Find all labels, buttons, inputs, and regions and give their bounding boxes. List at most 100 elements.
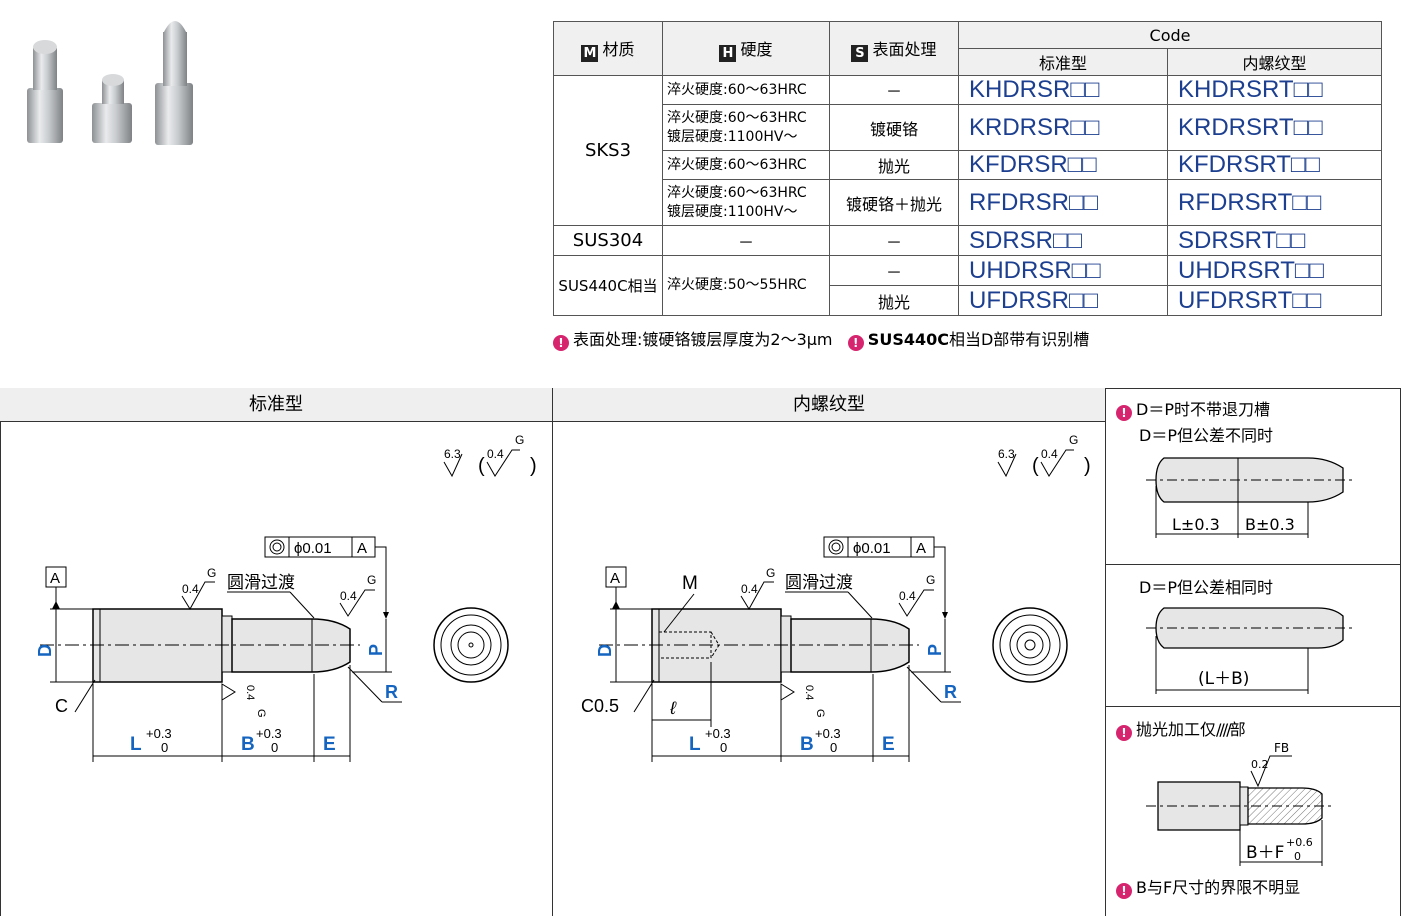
- surface-cell: －: [829, 225, 959, 256]
- svg-text:): ): [1084, 455, 1091, 477]
- hardness-cell: 淬火硬度:50～55HRC: [662, 255, 830, 316]
- header-code-thread: 内螺纹型: [1167, 48, 1382, 76]
- pin-diagram-3: 0.2 FB B＋F +0.6 0: [1146, 741, 1334, 866]
- surface-cell: －: [829, 255, 959, 286]
- svg-text:G: G: [1069, 433, 1078, 447]
- code-thread-cell: KFDRSRT□□: [1167, 150, 1382, 180]
- panel-standard: 标准型: [0, 388, 553, 916]
- thread-drawing: 6.3 ( 0.4 G ) ϕ0.01 A A D P M 0.4: [581, 433, 1091, 762]
- svg-text:L: L: [689, 734, 701, 755]
- warning-icon: !: [847, 335, 864, 351]
- hardness-cell: 淬火硬度:60～63HRC: [662, 75, 830, 105]
- code-thread-cell: UFDRSRT□□: [1167, 285, 1382, 316]
- side-notes-panel: !D＝P时不带退刀槽 D＝P但公差不同时 L±0.3 B±0.3 D＝P但公差相…: [1106, 388, 1401, 916]
- code-thread-cell: RFDRSRT□□: [1167, 179, 1382, 226]
- svg-text:B±0.3: B±0.3: [1245, 515, 1295, 534]
- svg-text:M: M: [682, 573, 698, 594]
- roughness-symbol: 6.3 ( 0.4 G ): [997, 433, 1091, 478]
- svg-text:P: P: [366, 644, 386, 656]
- pin-body: [40, 608, 360, 683]
- svg-text:G: G: [367, 573, 376, 587]
- svg-text:B: B: [241, 734, 255, 755]
- svg-text:R: R: [385, 682, 398, 702]
- svg-text:+0.3: +0.3: [256, 726, 282, 741]
- svg-text:圆滑过渡: 圆滑过渡: [785, 573, 853, 592]
- svg-text:0.2: 0.2: [1251, 758, 1269, 771]
- svg-text:(: (: [1032, 455, 1039, 477]
- divider: [1106, 706, 1401, 707]
- svg-text:A: A: [610, 570, 620, 587]
- code-standard-cell: UHDRSR□□: [958, 255, 1168, 286]
- end-view: [992, 607, 1068, 683]
- svg-text:0: 0: [161, 740, 168, 755]
- svg-text:0.4: 0.4: [244, 685, 256, 700]
- svg-text:D: D: [595, 644, 615, 657]
- svg-text:B＋F: B＋F: [1246, 843, 1284, 863]
- surface-cell: 镀硬铬: [829, 104, 959, 151]
- roughness-symbol: 6.3 ( 0.4 G ): [443, 433, 537, 478]
- pin-diagram-1: L±0.3 B±0.3: [1146, 457, 1352, 538]
- svg-text:ϕ0.01: ϕ0.01: [853, 540, 891, 557]
- svg-text:0: 0: [271, 740, 278, 755]
- svg-text:FB: FB: [1274, 741, 1289, 755]
- svg-text:P: P: [925, 644, 945, 656]
- svg-text:(L＋B): (L＋B): [1198, 669, 1249, 689]
- code-thread-cell: SDRSRT□□: [1167, 225, 1382, 256]
- svg-text:ℓ: ℓ: [669, 698, 677, 718]
- surface-cell: 抛光: [829, 285, 959, 316]
- svg-text:0.4: 0.4: [741, 582, 758, 596]
- hardness-cell: －: [662, 225, 830, 256]
- svg-text:0.4: 0.4: [1041, 447, 1058, 461]
- svg-text:G: G: [207, 566, 216, 580]
- side-note-1b: D＝P但公差不同时: [1139, 426, 1273, 445]
- material-badge: M: [581, 44, 599, 62]
- code-standard-cell: SDRSR□□: [958, 225, 1168, 256]
- panel-thread-title: 内螺纹型: [553, 388, 1105, 422]
- svg-text:6.3: 6.3: [998, 447, 1015, 461]
- code-standard-cell: UFDRSR□□: [958, 285, 1168, 316]
- svg-text:A: A: [916, 540, 926, 557]
- svg-text:G: G: [766, 566, 775, 580]
- surface-cell: 镀硬铬＋抛光: [829, 179, 959, 226]
- svg-text:0: 0: [1294, 850, 1301, 863]
- svg-text:R: R: [944, 682, 957, 702]
- material-cell: SUS440C相当: [553, 255, 663, 316]
- material-cell: SUS304: [553, 225, 663, 256]
- svg-text:E: E: [882, 734, 895, 755]
- svg-text:0.4: 0.4: [182, 582, 199, 596]
- warning-icon: !: [1116, 725, 1132, 741]
- svg-text:0.4: 0.4: [899, 589, 916, 603]
- svg-text:+0.3: +0.3: [815, 726, 841, 741]
- svg-text:): ): [530, 455, 537, 477]
- product-photo: [27, 21, 193, 145]
- side-note-3: !抛光加工仅////部: [1116, 716, 1246, 741]
- table-notes: !表面处理:镀硬铬镀层厚度为2～3μm !SUS440C相当D部带有识别槽: [553, 326, 1089, 351]
- svg-text:D: D: [35, 644, 55, 657]
- pin-body: [599, 608, 919, 683]
- warning-icon: !: [553, 335, 569, 351]
- svg-text:ϕ0.01: ϕ0.01: [294, 540, 332, 557]
- svg-text:0: 0: [720, 740, 727, 755]
- concentricity-frame: ϕ0.01 A: [823, 536, 948, 619]
- material-cell: SKS3: [553, 75, 663, 226]
- svg-text:6.3: 6.3: [444, 447, 461, 461]
- header-code-standard: 标准型: [958, 48, 1168, 76]
- svg-text:+0.3: +0.3: [146, 726, 172, 741]
- svg-text:A: A: [357, 540, 367, 557]
- code-standard-cell: KFDRSR□□: [958, 150, 1168, 180]
- svg-text:L: L: [130, 734, 142, 755]
- code-thread-cell: KRDRSRT□□: [1167, 104, 1382, 151]
- svg-text:G: G: [926, 573, 935, 587]
- svg-text:0.4: 0.4: [487, 447, 504, 461]
- hardness-cell: 淬火硬度:60～63HRC: [662, 150, 830, 180]
- warning-icon: !: [1116, 405, 1132, 421]
- side-note-4: !B与F尺寸的界限不明显: [1116, 874, 1300, 899]
- surface-cell: －: [829, 75, 959, 105]
- svg-text:G: G: [255, 709, 267, 718]
- panel-thread: 内螺纹型: [553, 388, 1106, 916]
- svg-text:+0.6: +0.6: [1286, 836, 1313, 849]
